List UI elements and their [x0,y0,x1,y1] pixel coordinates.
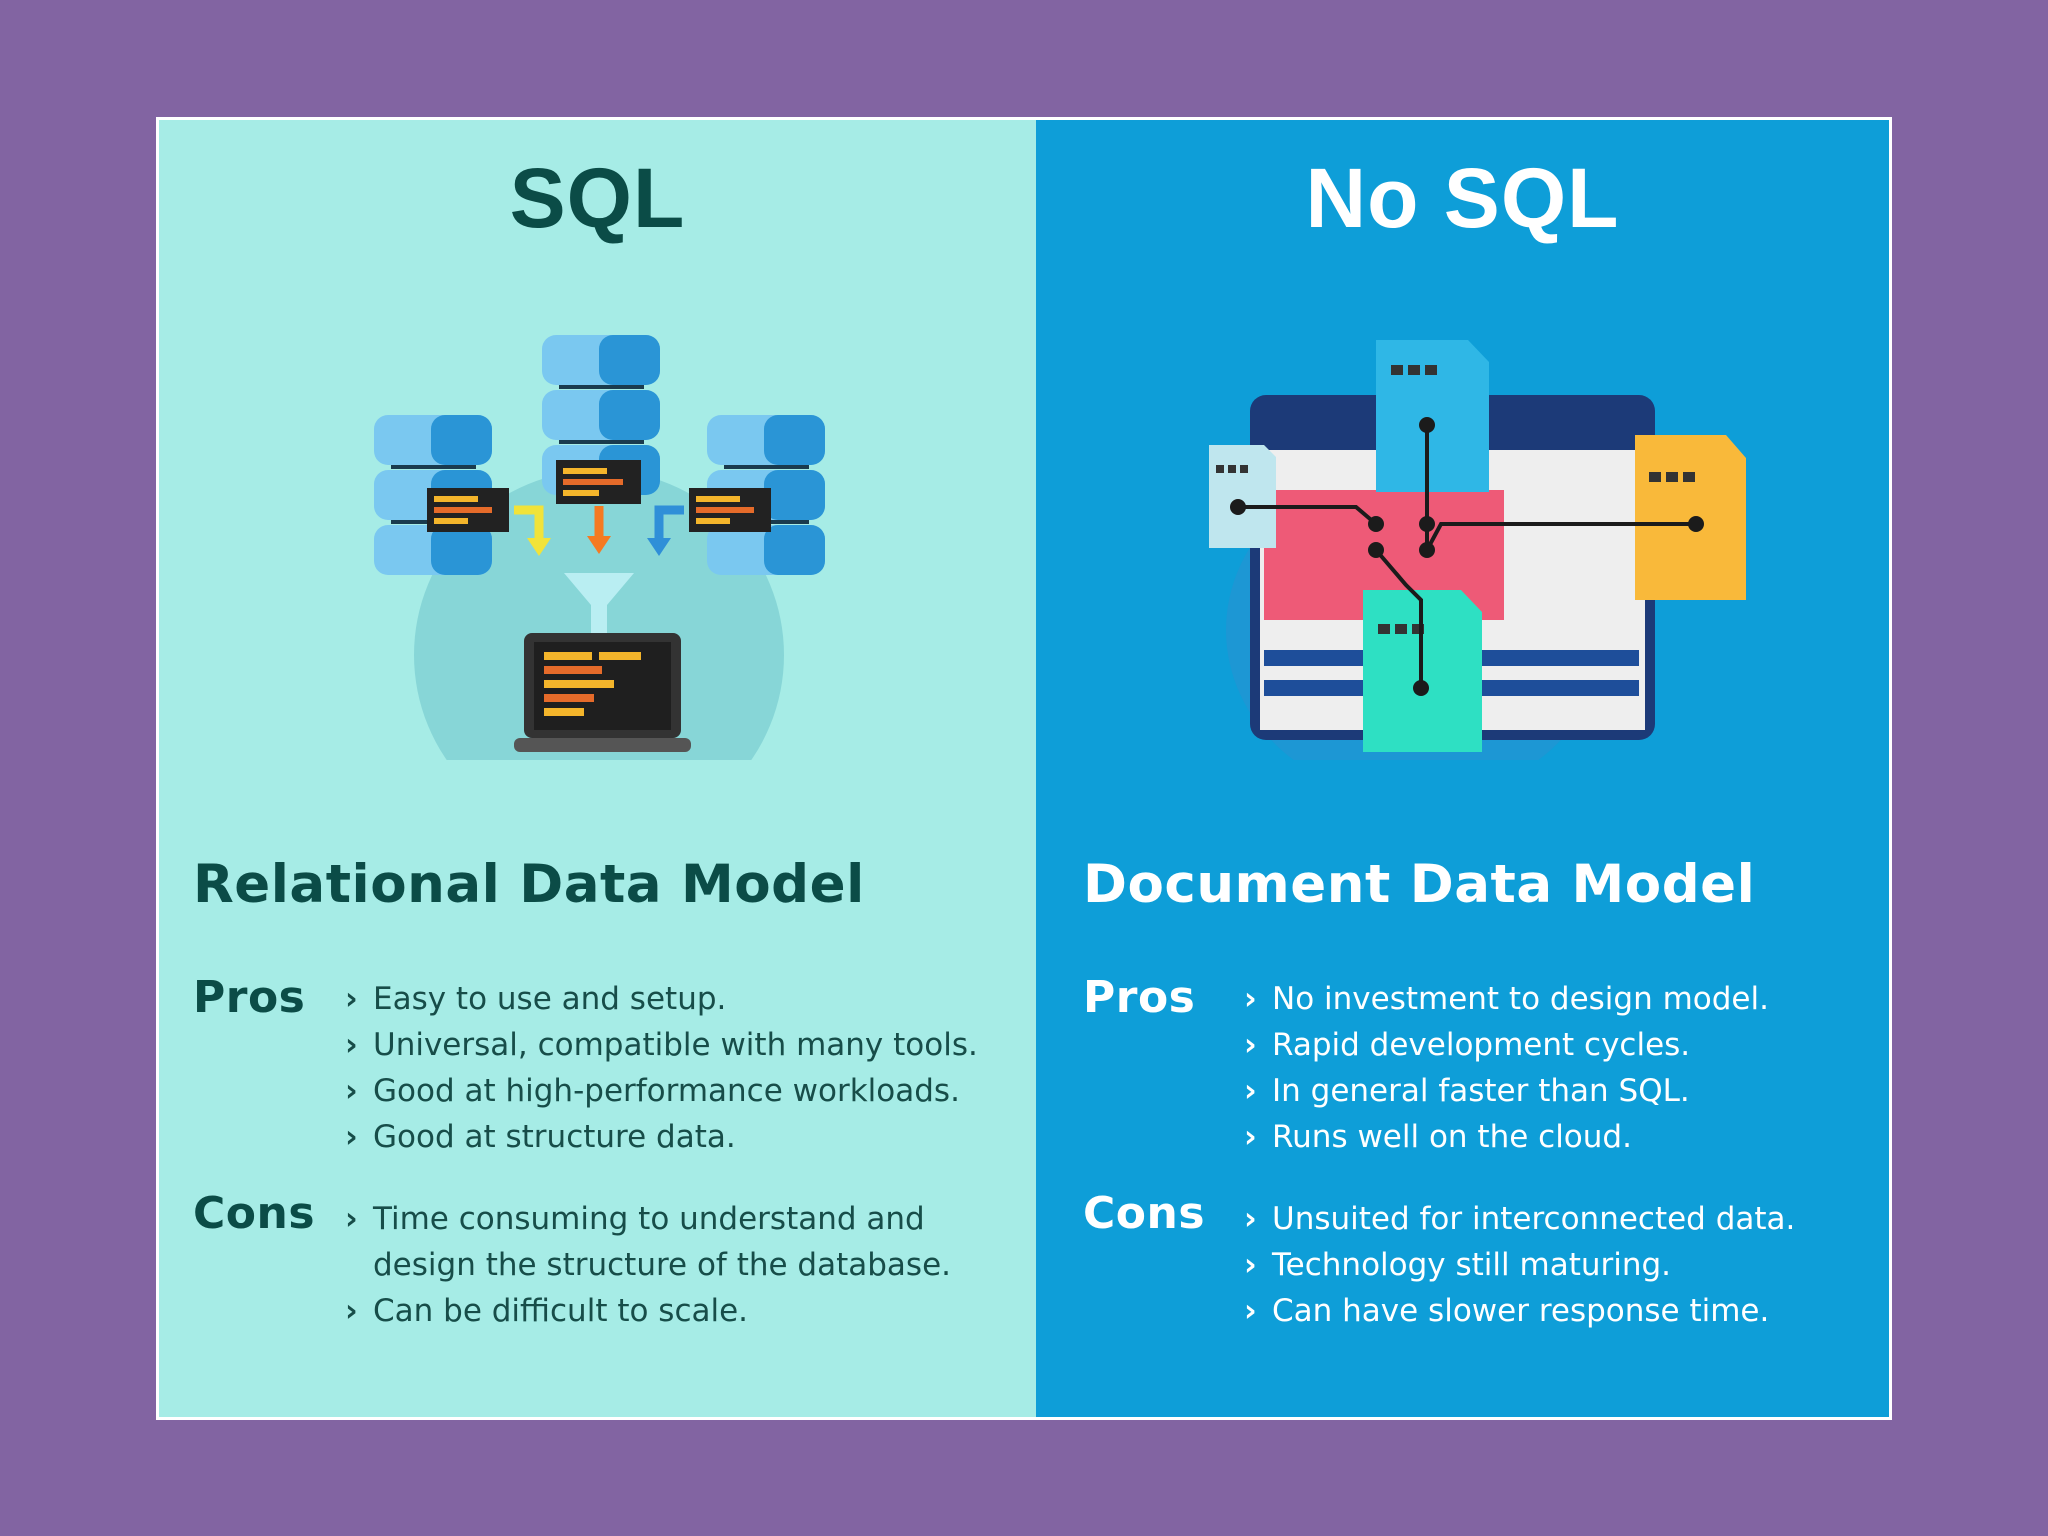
database-servers-to-laptop-icon [374,335,825,760]
sql-pros-label: Pros [193,972,306,1023]
sql-cons-list: Time consuming to understand and design … [345,1196,951,1334]
list-item: Good at high-performance workloads. [345,1068,978,1114]
nosql-model-title: Document Data Model [1083,854,1756,915]
document-network-icon [1209,340,1746,760]
list-item: Can be difficult to scale. [345,1288,951,1334]
comparison-card: SQL [156,117,1892,1420]
list-item: Easy to use and setup. [345,976,978,1022]
nosql-pros-list: No investment to design model. Rapid dev… [1244,976,1769,1160]
list-item: No investment to design model. [1244,976,1769,1022]
list-item: Universal, compatible with many tools. [345,1022,978,1068]
list-item: Technology still maturing. [1244,1242,1795,1288]
list-item-line: Time consuming to understand and [373,1201,925,1237]
list-item: Unsuited for interconnected data. [1244,1196,1795,1242]
list-item: Runs well on the cloud. [1244,1114,1769,1160]
list-item: Good at structure data. [345,1114,978,1160]
list-item: Time consuming to understand and design … [345,1196,951,1288]
list-item-line: design the structure of the database. [373,1247,951,1283]
nosql-title: No SQL [1305,151,1620,245]
nosql-cons-list: Unsuited for interconnected data. Techno… [1244,1196,1795,1334]
list-item: Can have slower response time. [1244,1288,1795,1334]
nosql-panel: No SQL [1036,120,1889,1417]
sql-panel: SQL [159,120,1036,1417]
sql-title: SQL [509,151,686,245]
sql-pros-list: Easy to use and setup. Universal, compat… [345,976,978,1160]
sql-model-title: Relational Data Model [193,854,865,915]
list-item: Rapid development cycles. [1244,1022,1769,1068]
list-item: In general faster than SQL. [1244,1068,1769,1114]
nosql-pros-label: Pros [1083,972,1196,1023]
nosql-cons-label: Cons [1083,1188,1206,1239]
sql-cons-label: Cons [193,1188,316,1239]
